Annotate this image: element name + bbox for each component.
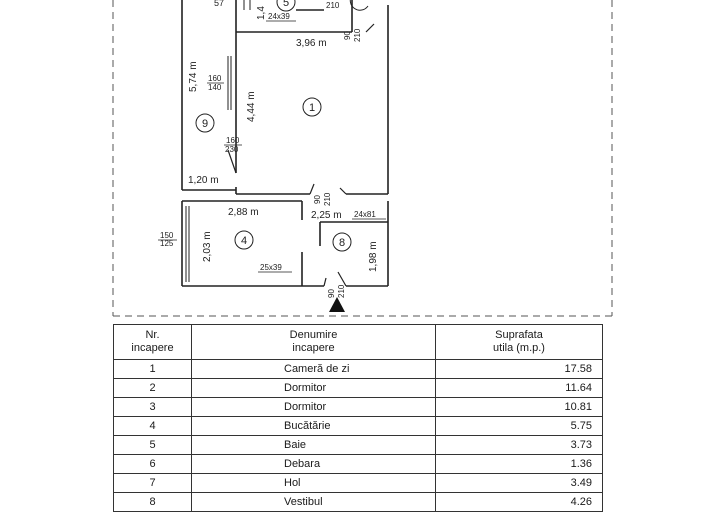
cell-area: 1.36 bbox=[435, 454, 603, 474]
header-nr: Nr. incapere bbox=[113, 324, 192, 360]
cell-nr: 6 bbox=[113, 454, 192, 474]
cell-name: Vestibul bbox=[191, 492, 436, 512]
door-bath-height: 210 bbox=[326, 1, 340, 10]
cell-area: 10.81 bbox=[435, 397, 603, 417]
room-marker-5-label: 5 bbox=[283, 0, 289, 9]
table-header-row: Nr. incapere Denumire incapere Suprafata… bbox=[113, 324, 603, 360]
window-kitchen-height: 125 bbox=[160, 239, 174, 248]
vent-bath: 24x39 bbox=[268, 12, 290, 21]
property-boundary bbox=[112, 0, 613, 317]
header-area: Suprafata utila (m.p.) bbox=[435, 324, 603, 360]
header-name: Denumire incapere bbox=[191, 324, 436, 360]
cell-nr: 8 bbox=[113, 492, 192, 512]
room-marker-partial bbox=[349, 0, 369, 11]
vent-kitchen: 25x39 bbox=[260, 263, 282, 272]
doors bbox=[227, 23, 375, 287]
entrance-arrow-icon bbox=[329, 297, 345, 312]
room-markers bbox=[195, 0, 369, 252]
dim-vestibule-width: 2,25 m bbox=[311, 210, 342, 221]
room-marker-4-label: 4 bbox=[241, 235, 247, 247]
cell-name: Dormitor bbox=[191, 378, 436, 398]
dim-kitchen-depth: 2,03 m bbox=[202, 231, 213, 262]
door-entry-width: 90 bbox=[327, 289, 336, 298]
window-living-height: 140 bbox=[208, 83, 222, 92]
cell-area: 11.64 bbox=[435, 378, 603, 398]
door-living-width: 160 bbox=[226, 136, 240, 145]
cell-name: Hol bbox=[191, 473, 436, 493]
dim-corridor-length: 5,74 m bbox=[188, 61, 199, 92]
room-marker-5 bbox=[276, 0, 296, 12]
dim-living-width: 3,96 m bbox=[296, 38, 327, 49]
room-marker-1-label: 1 bbox=[309, 102, 315, 114]
cell-area: 4.26 bbox=[435, 492, 603, 512]
room-marker-9 bbox=[195, 113, 215, 133]
door-living-height: 230 bbox=[225, 145, 239, 154]
cell-nr: 5 bbox=[113, 435, 192, 455]
cell-area: 17.58 bbox=[435, 359, 603, 379]
room-marker-8-label: 8 bbox=[339, 237, 345, 249]
cell-area: 3.49 bbox=[435, 473, 603, 493]
cell-name: Baie bbox=[191, 435, 436, 455]
cell-nr: 7 bbox=[113, 473, 192, 493]
cell-nr: 3 bbox=[113, 397, 192, 417]
door-mid-height: 210 bbox=[323, 192, 332, 206]
window-kitchen-width: 150 bbox=[160, 231, 174, 240]
dim-bath-height: 1,4 bbox=[256, 6, 267, 20]
vent-vestibule: 24x81 bbox=[354, 210, 376, 219]
walls bbox=[181, 0, 389, 287]
cell-nr: 1 bbox=[113, 359, 192, 379]
window-living-width: 160 bbox=[208, 74, 222, 83]
cell-name: Cameră de zi bbox=[191, 359, 436, 379]
room-marker-8 bbox=[332, 232, 352, 252]
cell-nr: 4 bbox=[113, 416, 192, 436]
room-marker-4 bbox=[234, 230, 254, 250]
floor-plan: 1 4 5 8 9 3,96 m 4,44 m 5,74 m 1,20 m 2,… bbox=[112, 0, 613, 317]
door-top-height: 210 bbox=[353, 28, 362, 42]
rooms-table: Nr. incapere Denumire incapere Suprafata… bbox=[113, 324, 603, 512]
cell-name: Debara bbox=[191, 454, 436, 474]
dim-corridor-width: 1,20 m bbox=[188, 175, 219, 186]
cell-nr: 2 bbox=[113, 378, 192, 398]
cell-area: 3.73 bbox=[435, 435, 603, 455]
door-top-width: 90 bbox=[343, 31, 352, 40]
cell-area: 5.75 bbox=[435, 416, 603, 436]
door-entry-height: 210 bbox=[337, 284, 346, 298]
room-marker-1 bbox=[302, 97, 322, 117]
dim-fragment: 57 bbox=[214, 0, 224, 8]
windows bbox=[185, 0, 251, 282]
room-marker-9-label: 9 bbox=[202, 118, 208, 130]
dim-kitchen-width: 2,88 m bbox=[228, 207, 259, 218]
dim-living-length: 4,44 m bbox=[246, 91, 257, 122]
door-mid-width: 90 bbox=[313, 195, 322, 204]
cell-name: Bucătărie bbox=[191, 416, 436, 436]
dim-vestibule-depth: 1,98 m bbox=[368, 241, 379, 272]
cell-name: Dormitor bbox=[191, 397, 436, 417]
